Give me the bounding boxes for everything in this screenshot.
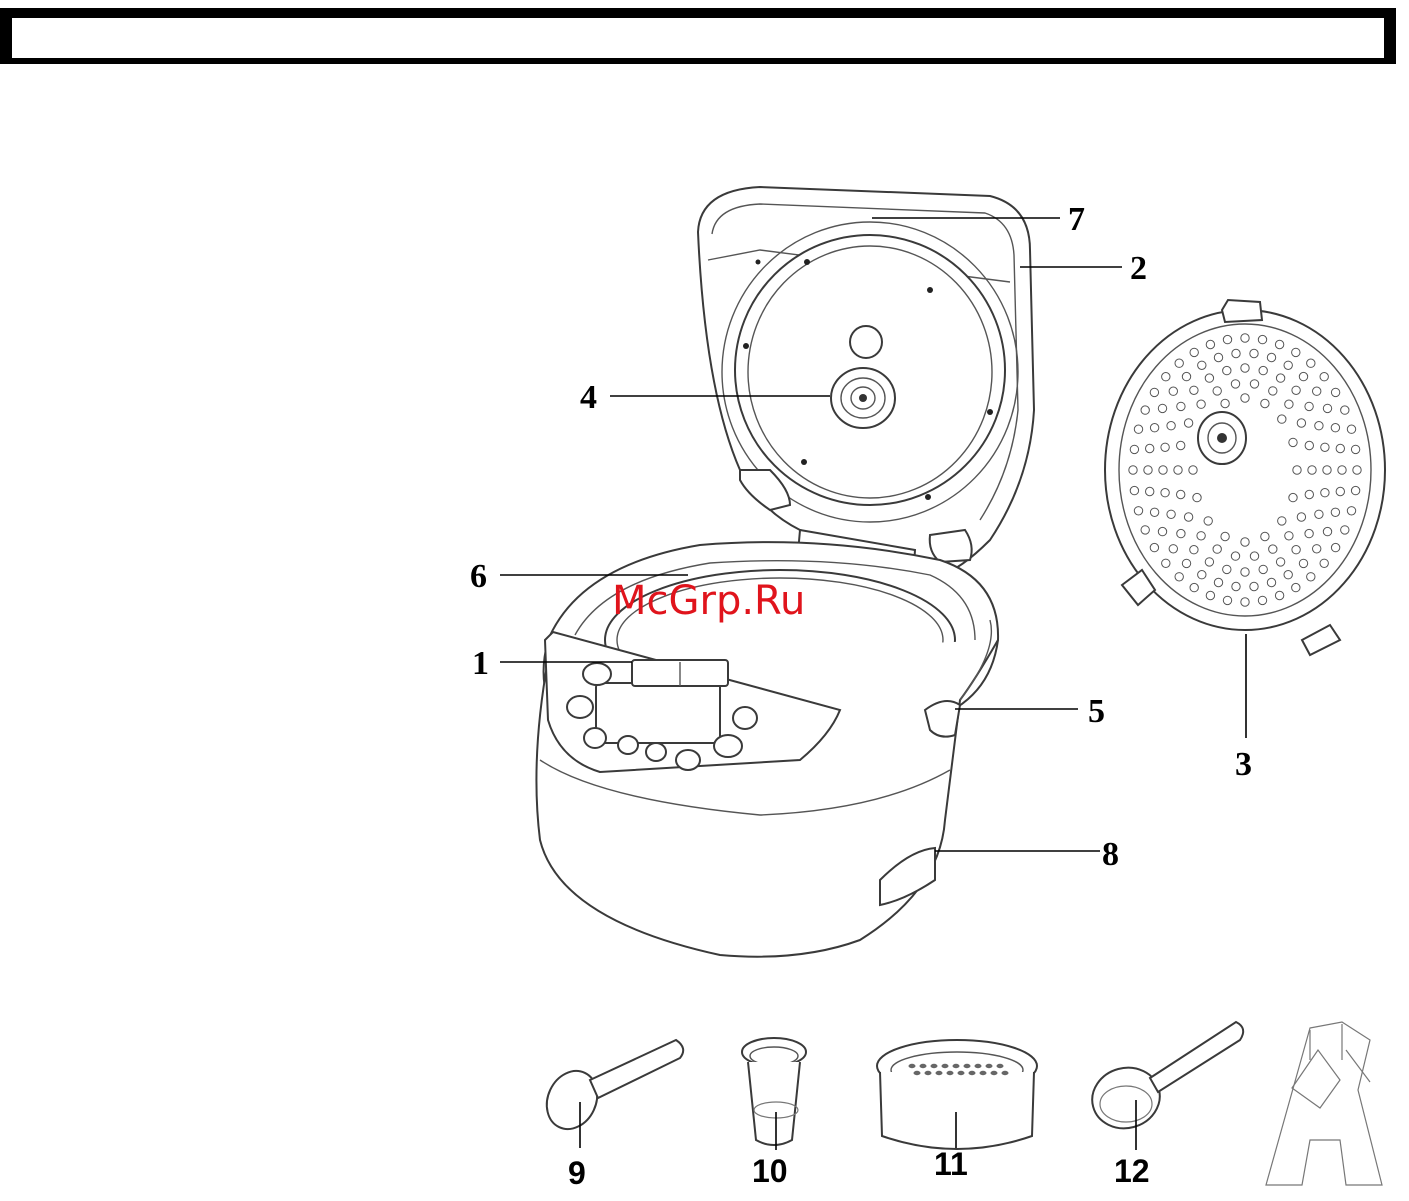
basket-hole <box>909 1064 916 1068</box>
basket-hole <box>991 1071 998 1075</box>
accessory-label-12: 12 <box>1114 1153 1150 1189</box>
basket-hole <box>942 1064 949 1068</box>
basket-hole <box>920 1064 927 1068</box>
basket-hole <box>947 1071 954 1075</box>
inner-lid-removed <box>1105 300 1385 655</box>
callout-5: 5 <box>1088 693 1105 730</box>
accessory-label-9: 9 <box>568 1155 586 1191</box>
accessory-soup-ladle <box>1085 1022 1243 1150</box>
callout-8: 8 <box>1102 836 1119 873</box>
watermark: McGrp.Ru <box>612 578 805 624</box>
basket-hole <box>914 1071 921 1075</box>
callout-6: 6 <box>470 558 487 595</box>
basket-hole <box>997 1064 1004 1068</box>
callout-1: 1 <box>472 645 489 682</box>
basket-hole <box>980 1071 987 1075</box>
basket-hole <box>986 1064 993 1068</box>
accessory-label-10: 10 <box>752 1153 788 1189</box>
basket-hole <box>969 1071 976 1075</box>
open-lid <box>698 187 1034 595</box>
callout-7: 7 <box>1068 201 1085 238</box>
basket-hole <box>931 1064 938 1068</box>
basket-hole <box>1002 1071 1009 1075</box>
basket-hole <box>964 1064 971 1068</box>
basket-hole <box>953 1064 960 1068</box>
basket-hole <box>936 1071 943 1075</box>
accessory-steam-basket <box>877 1040 1037 1149</box>
basket-hole <box>975 1064 982 1068</box>
callout-4: 4 <box>580 379 597 416</box>
basket-hole <box>958 1071 965 1075</box>
accessory-rice-spoon <box>538 1040 684 1148</box>
accessory-spoon-holder <box>1266 1022 1382 1185</box>
callout-2: 2 <box>1130 250 1147 287</box>
basket-hole <box>925 1071 932 1075</box>
accessory-label-11: 11 <box>934 1146 968 1182</box>
accessory-measuring-cup <box>742 1038 806 1150</box>
callout-3: 3 <box>1235 746 1252 783</box>
